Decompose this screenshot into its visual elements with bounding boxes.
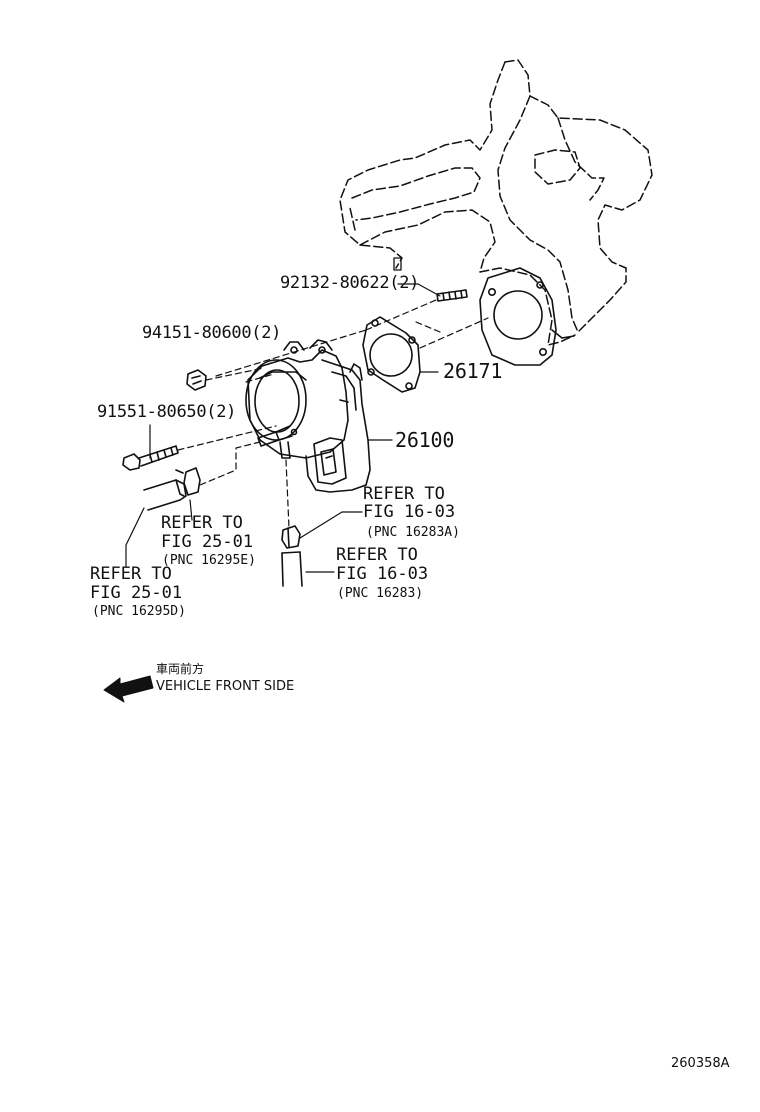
manifold-flange — [479, 267, 575, 366]
reference-line1: REFER TO — [161, 513, 243, 533]
reference-line1: REFER TO — [363, 484, 445, 504]
reference-pnc: (PNC 16283) — [337, 586, 424, 601]
part-label-26171: 26171 — [443, 359, 503, 383]
part-label-26100: 26100 — [395, 428, 455, 452]
illustration-code: 260358A — [671, 1056, 730, 1071]
legend-english-text: VEHICLE FRONT SIDE — [156, 679, 295, 694]
stud-locator — [393, 257, 402, 271]
hose-clamp-16283a — [281, 525, 301, 549]
reference-line2: FIG 25-01 — [90, 583, 183, 603]
left-arrow-icon — [103, 675, 154, 703]
gasket-26171 — [362, 316, 421, 393]
throttle-body-26100 — [245, 339, 371, 493]
reference-pnc: (PNC 16283A) — [366, 525, 460, 540]
reference-pnc: (PNC 16295E) — [162, 553, 256, 568]
leader-lines — [125, 283, 441, 573]
hose-clamp-16295e — [175, 467, 201, 496]
reference-pnc: (PNC 16295D) — [92, 604, 186, 619]
part-label-92132: 92132-80622(2) — [280, 273, 420, 293]
reference-line2: FIG 25-01 — [161, 532, 254, 552]
reference-line1: REFER TO — [336, 545, 418, 565]
legend-japanese-text: 車両前方 — [156, 662, 205, 676]
hose-16295d — [143, 479, 187, 511]
part-label-94151: 94151-80600(2) — [142, 323, 282, 343]
bolt-91551 — [122, 445, 179, 471]
nut-94151 — [186, 369, 207, 391]
intake-manifold-phantom — [339, 59, 653, 346]
reference-line2: FIG 16-03 — [336, 564, 429, 584]
stud-bolt-92132 — [436, 289, 468, 302]
hose-16283 — [281, 551, 303, 587]
reference-line2: FIG 16-03 — [363, 502, 456, 522]
reference-line1: REFER TO — [90, 564, 172, 584]
assembly-guide-lines — [177, 299, 489, 529]
part-label-91551: 91551-80650(2) — [97, 402, 237, 422]
